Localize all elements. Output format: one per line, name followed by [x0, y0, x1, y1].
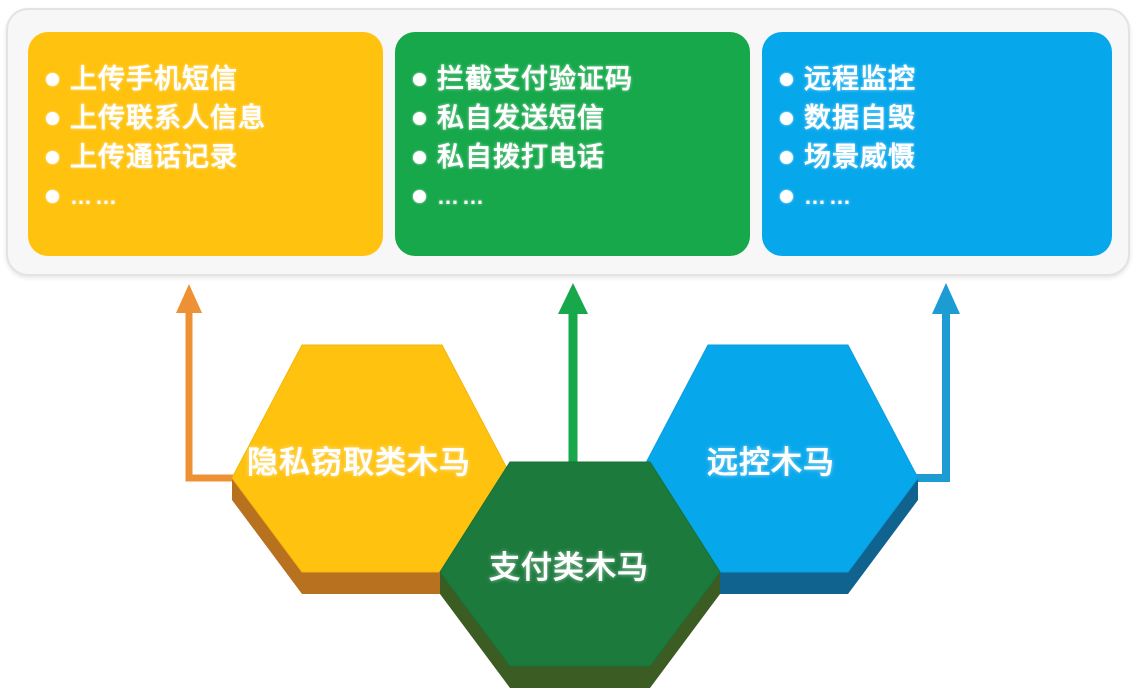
- list-item-label: ……: [70, 183, 120, 209]
- list-item: ……: [780, 177, 1112, 216]
- list-item: 私自发送短信: [413, 99, 750, 138]
- bullet-dot-icon: [46, 151, 59, 164]
- list-item: 远程监控: [780, 60, 1112, 99]
- list-item-label: 上传通话记录: [70, 142, 238, 172]
- bullet-dot-icon: [46, 190, 59, 203]
- list-item: 数据自毁: [780, 99, 1112, 138]
- list-item-label: 上传联系人信息: [70, 103, 266, 133]
- bullet-dot-icon: [413, 112, 426, 125]
- bullet-dot-icon: [780, 190, 793, 203]
- bullet-dot-icon: [780, 112, 793, 125]
- panel-privacy[interactable]: 上传手机短信 上传联系人信息 上传通话记录 ……: [28, 32, 383, 256]
- list-item-label: 远程监控: [804, 64, 916, 94]
- bullet-dot-icon: [780, 73, 793, 86]
- bullet-dot-icon: [413, 73, 426, 86]
- feature-container: 上传手机短信 上传联系人信息 上传通话记录 …… 拦截支付验证码 私: [6, 8, 1130, 276]
- list-item: 上传联系人信息: [46, 99, 383, 138]
- list-item-label: 拦截支付验证码: [437, 64, 633, 94]
- list-item-label: 上传手机短信: [70, 64, 238, 94]
- list-item-label: 场景威慑: [804, 142, 916, 172]
- list-item: 私自拨打电话: [413, 138, 750, 177]
- list-item-label: 私自拨打电话: [437, 142, 605, 172]
- panel-remote[interactable]: 远程监控 数据自毁 场景威慑 ……: [762, 32, 1112, 256]
- list-item: 上传手机短信: [46, 60, 383, 99]
- list-item: 拦截支付验证码: [413, 60, 750, 99]
- bullet-dot-icon: [46, 73, 59, 86]
- list-item-label: 数据自毁: [804, 103, 916, 133]
- bullet-dot-icon: [413, 190, 426, 203]
- panel-payment[interactable]: 拦截支付验证码 私自发送短信 私自拨打电话 ……: [395, 32, 750, 256]
- list-item: 场景威慑: [780, 138, 1112, 177]
- bullet-dot-icon: [46, 112, 59, 125]
- bullet-dot-icon: [780, 151, 793, 164]
- hex-payment[interactable]: [439, 461, 721, 688]
- list-item-label: ……: [437, 183, 487, 209]
- list-item: ……: [413, 177, 750, 216]
- list-item: 上传通话记录: [46, 138, 383, 177]
- list-item: ……: [46, 177, 383, 216]
- list-item-label: ……: [804, 183, 854, 209]
- list-item-label: 私自发送短信: [437, 103, 605, 133]
- bullet-dot-icon: [413, 151, 426, 164]
